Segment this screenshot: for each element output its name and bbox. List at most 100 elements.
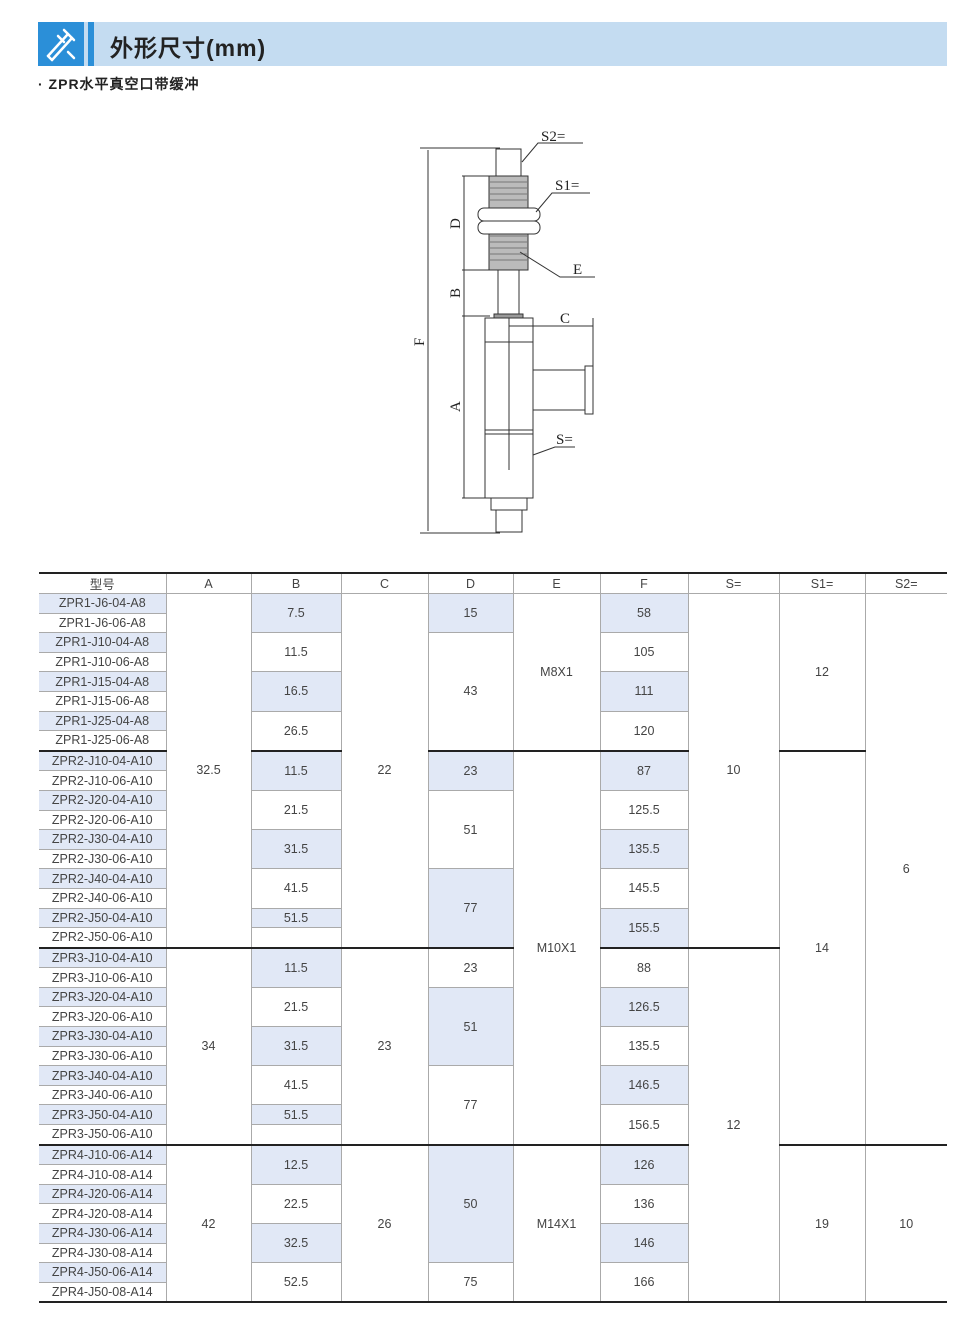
column-header: S1= [778, 572, 865, 594]
value-cell-d: 23 [427, 946, 513, 988]
table-row: ZPR4-J20-08-A14 [39, 1203, 947, 1224]
label-s2: S2= [541, 129, 565, 145]
model-cell: ZPR3-J30-06-A10 [39, 1045, 166, 1067]
value-cell-s: 10 [687, 592, 779, 948]
value-cell-e: M8X1 [512, 592, 600, 751]
value-cell-b: 41.5 [250, 868, 341, 908]
label-f: F [412, 338, 428, 346]
value-cell-e: M14X1 [512, 1143, 600, 1304]
model-cell: ZPR1-J6-04-A8 [39, 593, 166, 614]
value-cell-b: 41.5 [250, 1065, 341, 1105]
value-cell-b: 52.5 [250, 1262, 341, 1304]
model-cell: ZPR2-J50-04-A10 [39, 907, 166, 929]
model-cell: ZPR3-J50-04-A10 [39, 1104, 166, 1126]
value-cell-f: 125.5 [599, 789, 688, 830]
value-cell-s1: 19 [778, 1143, 865, 1304]
value-cell-f: 155.5 [599, 907, 688, 948]
label-s: S= [556, 432, 573, 448]
value-cell-f: 111 [599, 671, 688, 712]
model-cell: ZPR4-J50-06-A14 [39, 1262, 166, 1283]
page-title: 外形尺寸(mm) [110, 35, 267, 61]
table-row: ZPR2-J20-06-A10 [39, 809, 947, 831]
model-cell: ZPR2-J50-06-A10 [39, 927, 166, 949]
model-cell: ZPR3-J20-06-A10 [39, 1006, 166, 1028]
label-d: D [448, 218, 464, 229]
label-a: A [448, 401, 464, 412]
value-cell-f: 105 [599, 632, 688, 672]
value-cell-s1: 12 [778, 592, 865, 751]
column-header: B [250, 572, 341, 594]
value-cell-d: 51 [427, 789, 513, 869]
value-cell-d: 23 [427, 749, 513, 791]
value-cell-f: 126 [599, 1143, 688, 1185]
model-cell: ZPR4-J30-06-A14 [39, 1223, 166, 1244]
model-cell: ZPR1-J15-06-A8 [39, 690, 166, 712]
column-header: E [512, 572, 600, 594]
value-cell-b: 32.5 [250, 1222, 341, 1263]
value-cell-f: 135.5 [599, 1026, 688, 1066]
value-cell-b: 7.5 [250, 592, 341, 633]
value-cell-f: 146.5 [599, 1065, 688, 1105]
model-cell: ZPR4-J30-08-A14 [39, 1242, 166, 1264]
value-cell-f: 88 [599, 946, 688, 988]
value-cell-f: 87 [599, 749, 688, 791]
value-cell-f: 166 [599, 1262, 688, 1304]
model-cell: ZPR2-J10-06-A10 [39, 770, 166, 791]
label-s1: S1= [555, 178, 579, 194]
value-cell-b: 21.5 [250, 986, 341, 1027]
value-cell-b: 11.5 [250, 632, 341, 672]
label-c: C [560, 311, 570, 327]
model-cell: ZPR1-J25-04-A8 [39, 710, 166, 732]
value-cell-c: 22 [340, 592, 428, 948]
value-cell-f: 120 [599, 710, 688, 751]
model-cell: ZPR3-J40-06-A10 [39, 1084, 166, 1106]
model-cell: ZPR4-J20-06-A14 [39, 1183, 166, 1205]
model-cell: ZPR3-J50-06-A10 [39, 1124, 166, 1146]
value-cell-b: 21.5 [250, 789, 341, 830]
value-cell-d: 43 [427, 632, 513, 751]
model-cell: ZPR2-J30-06-A10 [39, 848, 166, 870]
value-cell-b: 11.5 [250, 946, 341, 988]
value-cell-s: 12 [687, 946, 779, 1304]
value-cell-f: 145.5 [599, 868, 688, 908]
model-cell: ZPR1-J10-06-A8 [39, 651, 166, 673]
column-header: S2= [864, 572, 947, 594]
section-header: 外形尺寸(mm) [38, 22, 947, 66]
model-cell: ZPR3-J20-04-A10 [39, 986, 166, 1008]
value-cell-s1: 14 [778, 749, 865, 1145]
table-row: ZPR2-J40-06-A10 [39, 887, 947, 909]
value-cell-d: 77 [427, 868, 513, 948]
value-cell-b: 22.5 [250, 1183, 341, 1224]
model-cell: ZPR3-J30-04-A10 [39, 1026, 166, 1047]
model-cell: ZPR1-J25-06-A8 [39, 730, 166, 752]
value-cell-d: 50 [427, 1143, 513, 1263]
model-cell: ZPR4-J50-08-A14 [39, 1281, 166, 1304]
value-cell-f: 58 [599, 592, 688, 633]
value-cell-d: 75 [427, 1262, 513, 1304]
caliper-icon [38, 22, 84, 66]
model-cell: ZPR4-J20-08-A14 [39, 1203, 166, 1224]
value-cell-f: 126.5 [599, 986, 688, 1027]
value-cell-f: 135.5 [599, 829, 688, 869]
column-header: 型号 [39, 572, 166, 594]
value-cell-a: 34 [165, 946, 251, 1145]
model-cell: ZPR4-J10-08-A14 [39, 1164, 166, 1185]
model-cell: ZPR2-J10-04-A10 [39, 749, 166, 772]
column-header: F [599, 572, 688, 594]
value-cell-d: 77 [427, 1065, 513, 1145]
value-cell-c: 26 [340, 1143, 428, 1304]
value-cell-b: 12.5 [250, 1143, 341, 1185]
